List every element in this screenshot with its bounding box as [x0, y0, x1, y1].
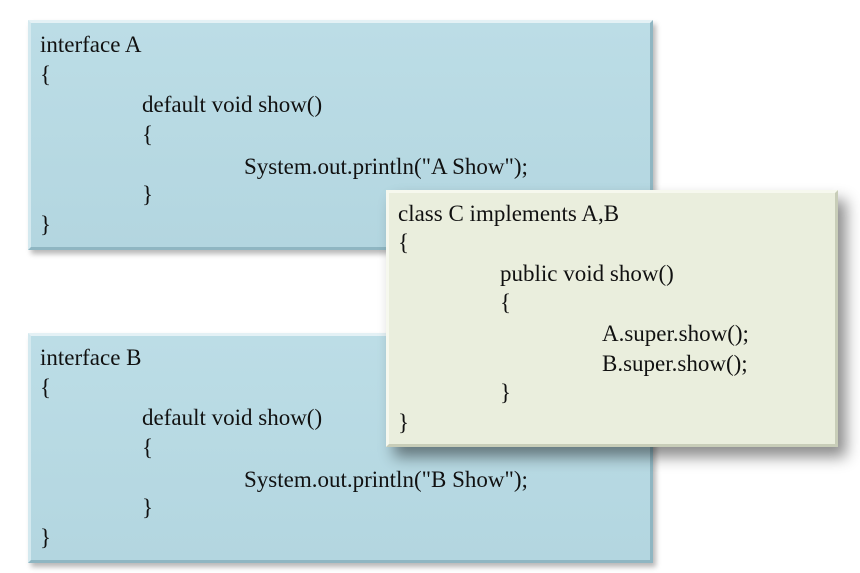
code-line: class C implements A,B — [398, 201, 620, 226]
code-line: interface B — [40, 345, 142, 370]
code-line: { — [40, 375, 52, 400]
code-line: public void show() — [500, 261, 674, 286]
code-line: default void show() — [142, 405, 323, 430]
code-line: } — [40, 212, 52, 237]
interface-a-code-box: interface A { default void show() { Syst… — [28, 20, 653, 250]
code-line: System.out.println("A Show"); — [244, 154, 528, 179]
code-line: { — [142, 435, 154, 460]
code-line: System.out.println("B Show"); — [244, 467, 528, 492]
code-line: } — [398, 410, 410, 435]
code-line: } — [500, 380, 512, 405]
code-line: { — [142, 122, 154, 147]
code-line: { — [500, 290, 512, 315]
code-line: } — [40, 525, 52, 550]
class-c-code-box: class C implements A,B { public void sho… — [386, 190, 838, 447]
code-line: { — [398, 230, 410, 255]
code-line: B.super.show(); — [602, 351, 748, 376]
code-line: } — [142, 495, 154, 520]
code-line: default void show() — [142, 92, 323, 117]
code-line: A.super.show(); — [602, 321, 749, 346]
code-line: } — [142, 182, 154, 207]
code-line: interface A — [40, 32, 142, 57]
code-line: { — [40, 62, 52, 87]
